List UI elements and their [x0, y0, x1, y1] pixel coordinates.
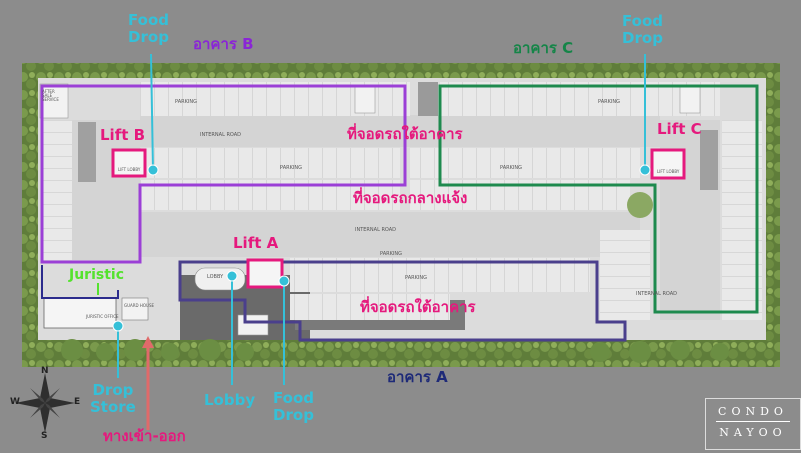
guard-house — [121, 297, 149, 321]
parking-row — [410, 148, 640, 178]
juristic-outline — [41, 265, 119, 299]
compass-s: S — [41, 431, 48, 441]
parking-under-building-a-label: ที่จอดรถใต้อาคาร — [360, 298, 476, 316]
building-b-label: อาคาร B — [193, 35, 254, 53]
food-drop-b-label: Food Drop — [128, 12, 169, 46]
lift-core — [679, 84, 701, 114]
lift-c-label: Lift C — [657, 120, 702, 138]
drop-store-line2: Store — [90, 398, 136, 416]
plan-label-parking: PARKING — [405, 275, 427, 281]
plan-label-lobby: LOBBY — [207, 274, 224, 280]
plan-label-parking: PARKING — [380, 251, 402, 257]
food-drop-c-label: Food Drop — [622, 13, 663, 47]
food-drop-b-line1: Food — [128, 11, 169, 29]
dark-column — [418, 82, 438, 116]
plan-label-parking: PARKING — [175, 99, 197, 105]
outdoor-parking-label: ที่จอดรถกลางแจ้ง — [353, 189, 468, 207]
compass-w: W — [10, 397, 20, 407]
compass-rose — [15, 373, 75, 433]
callout-dots — [112, 164, 651, 332]
parking-row — [140, 148, 400, 178]
plan-label-parking: PARKING — [500, 165, 522, 171]
lift-b-highlight — [111, 148, 147, 178]
brand-line2: NAYOO — [719, 426, 787, 439]
plan-label-parking: PARKING — [598, 99, 620, 105]
juristic-office-room — [43, 297, 117, 329]
building-a-label: อาคาร A — [387, 368, 448, 386]
compass-e: E — [74, 397, 81, 407]
building-b-outline — [40, 84, 407, 264]
lift-core — [354, 84, 376, 114]
plan-label-after-sale: AFTER SALE SERVICE — [42, 89, 59, 102]
food-drop-a-line2: Drop — [273, 406, 314, 424]
food-drop-a-line1: Food — [273, 389, 314, 407]
building-a-outline — [178, 260, 627, 342]
dark-column — [78, 122, 96, 182]
lift-core — [237, 314, 269, 336]
plan-label-guard-house: GUARD HOUSE — [124, 303, 155, 308]
plan-label-internal-road: INTERNAL ROAD — [636, 291, 678, 297]
food-drop-b-line2: Drop — [128, 28, 169, 46]
food-drop-c-line2: Drop — [622, 29, 663, 47]
brand-line1: CONDO — [718, 405, 788, 418]
parking-row — [290, 258, 590, 292]
plan-label-parking: PARKING — [280, 165, 302, 171]
plan-label-internal-road: INTERNAL ROAD — [200, 132, 242, 138]
plan-label-lift-lobby: LIFT LOBBY — [657, 169, 680, 174]
internal-road-top — [140, 115, 660, 147]
condonayoo-watermark: CONDO NAYOO — [705, 398, 801, 450]
building-c-outline — [438, 84, 759, 314]
building-c-label: อาคาร C — [513, 39, 574, 57]
juristic-label: Juristic — [69, 267, 125, 283]
parking-row — [290, 294, 450, 320]
drop-store-line1: Drop — [92, 381, 134, 399]
food-drop-a-label: Food Drop — [273, 390, 314, 424]
entrance-label: ทางเข้า-ออก — [103, 427, 186, 445]
parking-row — [600, 230, 650, 320]
internal-road-middle — [140, 212, 640, 257]
parking-row — [722, 120, 762, 320]
compass-n: N — [41, 366, 49, 376]
lift-b-label: Lift B — [100, 126, 146, 144]
after-sale-room — [39, 83, 69, 119]
parking-row — [440, 82, 720, 116]
parking-under-building-b-label: ที่จอดรถใต้อาคาร — [347, 125, 463, 143]
food-drop-c-line1: Food — [622, 12, 663, 30]
entrance-arrow-head — [142, 336, 154, 348]
lobby-label: Lobby — [204, 391, 256, 409]
plan-label-lift-lobby: LIFT LOBBY — [118, 167, 141, 172]
brand-divider — [716, 421, 790, 422]
parking-row — [42, 120, 72, 260]
drop-store-label: Drop Store — [90, 382, 136, 416]
tree-cluster — [61, 192, 729, 363]
lift-c-highlight — [650, 148, 686, 180]
lift-a-label: Lift A — [233, 234, 279, 252]
lift-a-highlight — [246, 258, 284, 289]
dark-column — [700, 130, 718, 190]
food-drop-b-leader — [150, 53, 154, 171]
plan-label-internal-road: INTERNAL ROAD — [355, 227, 397, 233]
plan-label-juristic-office: JURISTIC OFFICE — [86, 314, 119, 319]
